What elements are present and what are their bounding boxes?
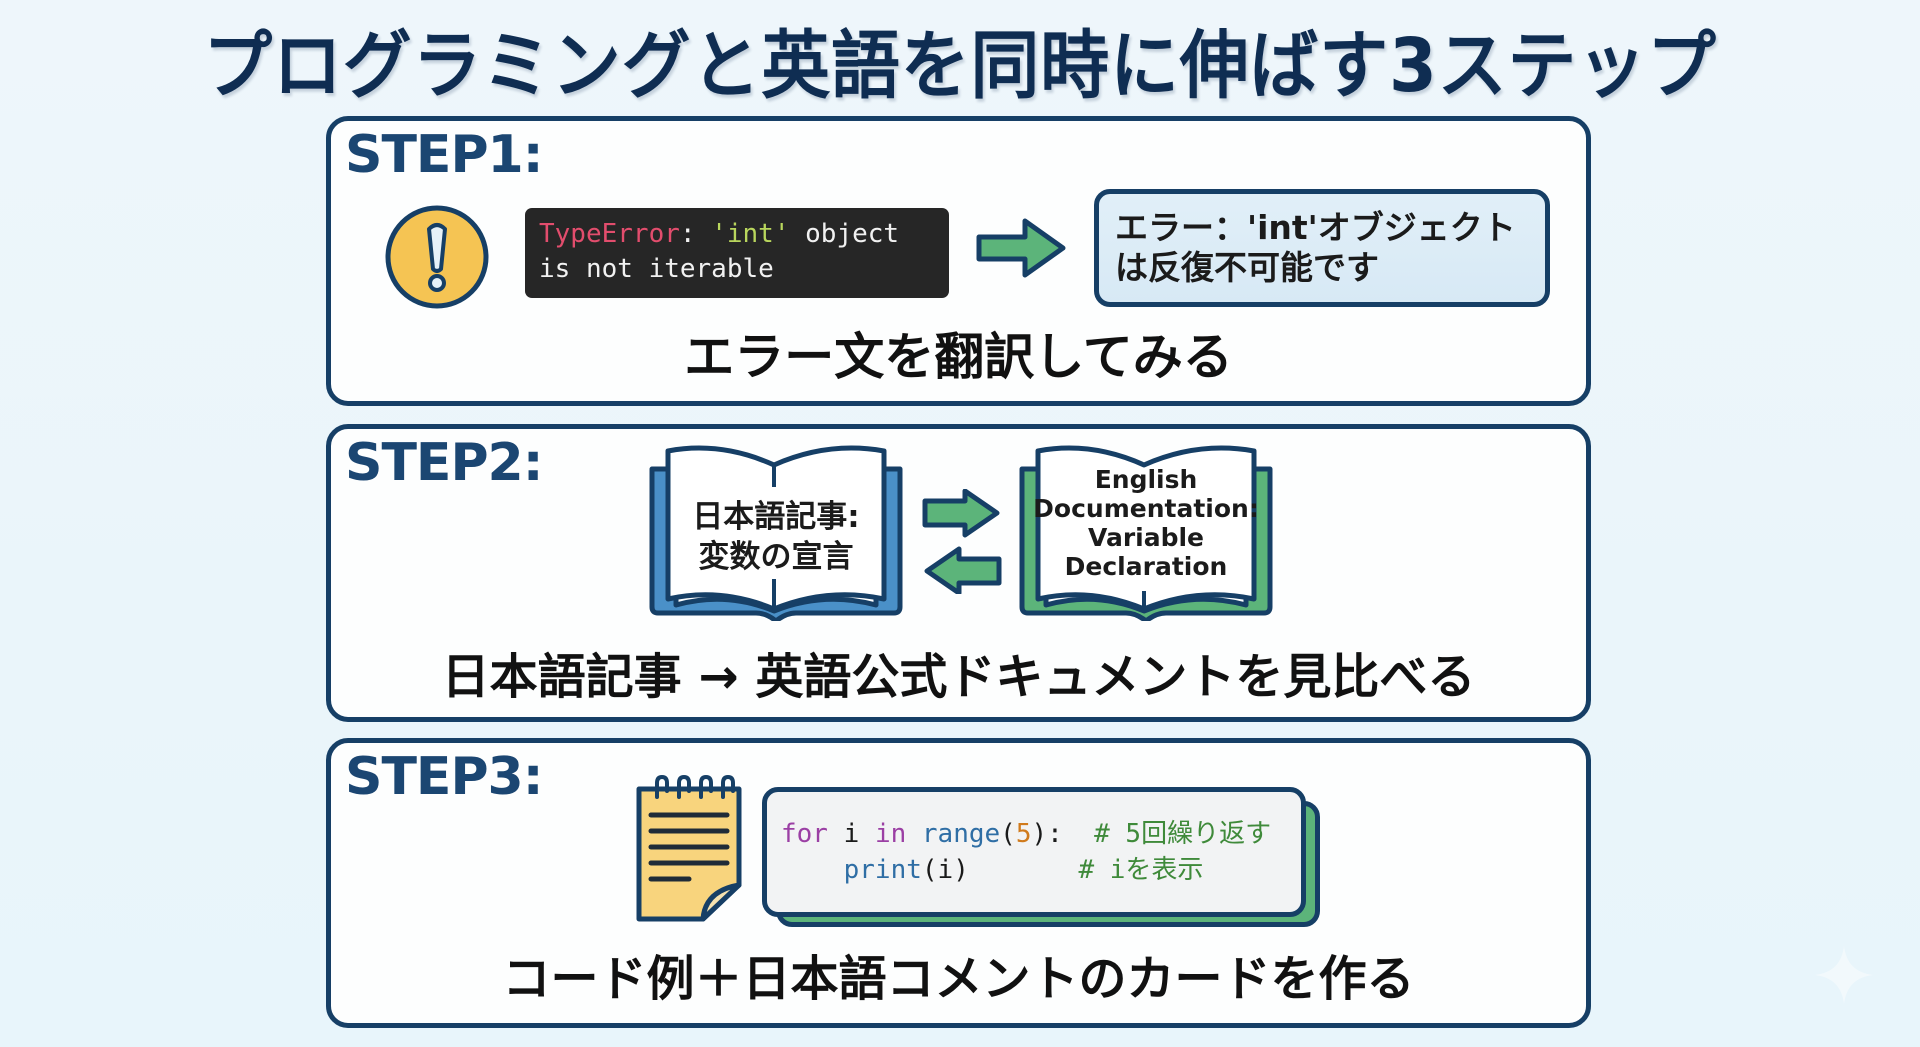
step1-caption: エラー文を翻訳してみる: [684, 328, 1233, 386]
error-type: TypeError: [539, 219, 680, 249]
english-book-line4: Declaration: [1064, 552, 1228, 581]
swap-arrows-icon: [922, 489, 1002, 594]
arrow-right-icon: [976, 218, 1066, 278]
code-indent: [781, 855, 844, 885]
code-fn-range: range: [906, 819, 1001, 849]
blue-book-icon: [649, 445, 903, 621]
japanese-article-book: 日本語記事: 変数の宣言: [646, 441, 906, 621]
step3-caption: コード例＋日本語コメントのカードを作る: [502, 951, 1415, 1007]
step3-label: STEP3:: [345, 747, 544, 807]
step2-label: STEP2:: [345, 433, 544, 493]
translation-line1: エラー：'int'オブジェクト: [1115, 208, 1516, 247]
code-comment-line1: # 5回繰り返す: [1062, 819, 1272, 849]
step2-caption: 日本語記事 → 英語公式ドキュメントを見比べる: [441, 649, 1476, 705]
sparkle-watermark-icon: [1815, 946, 1873, 1004]
english-documentation-book: English Documentation: Variable Declarat…: [1016, 441, 1276, 621]
step1-card: STEP1: TypeError: 'int' object is not it…: [326, 116, 1591, 406]
code-paren-open: (: [1000, 819, 1016, 849]
translation-box: エラー：'int'オブジェクト は反復不可能です: [1094, 189, 1550, 307]
japanese-book-line2: 変数の宣言: [698, 539, 854, 575]
english-book-line2: Documentation:: [1033, 494, 1259, 523]
code-keyword-for: for: [781, 819, 828, 849]
japanese-book-line1: 日本語記事:: [692, 499, 860, 535]
step3-card: STEP3: for i in range(5): # 5回繰り返す print…: [326, 738, 1591, 1028]
error-string-literal: 'int': [711, 219, 790, 249]
code-example-card: for i in range(5): # 5回繰り返す print(i) # i…: [762, 787, 1306, 917]
translation-line2: は反復不可能です: [1115, 248, 1379, 287]
code-var-i: i: [827, 819, 875, 849]
error-message-code: TypeError: 'int' object is not iterable: [525, 208, 949, 298]
error-text-line2: is not iterable: [539, 254, 774, 284]
warning-icon: [385, 205, 489, 309]
code-paren-close: ):: [1031, 819, 1063, 849]
error-colon: :: [679, 219, 696, 249]
green-book-icon: [1019, 445, 1273, 621]
error-text-line1: object: [805, 219, 900, 249]
step2-card: STEP2: 日本語記事: 変数の宣言 English Documentatio…: [326, 424, 1591, 722]
code-comment-line2: # iを表示: [968, 855, 1204, 885]
english-book-line3: Variable: [1087, 523, 1205, 552]
code-keyword-in: in: [874, 819, 907, 849]
page-title: プログラミングと英語を同時に伸ばす3ステップ: [203, 23, 1717, 109]
step1-label: STEP1:: [345, 125, 544, 185]
notepad-icon: [636, 774, 742, 922]
english-book-line1: English: [1094, 465, 1198, 494]
code-number: 5: [1015, 819, 1032, 849]
code-args: (i): [921, 855, 969, 885]
code-fn-print: print: [843, 855, 922, 885]
